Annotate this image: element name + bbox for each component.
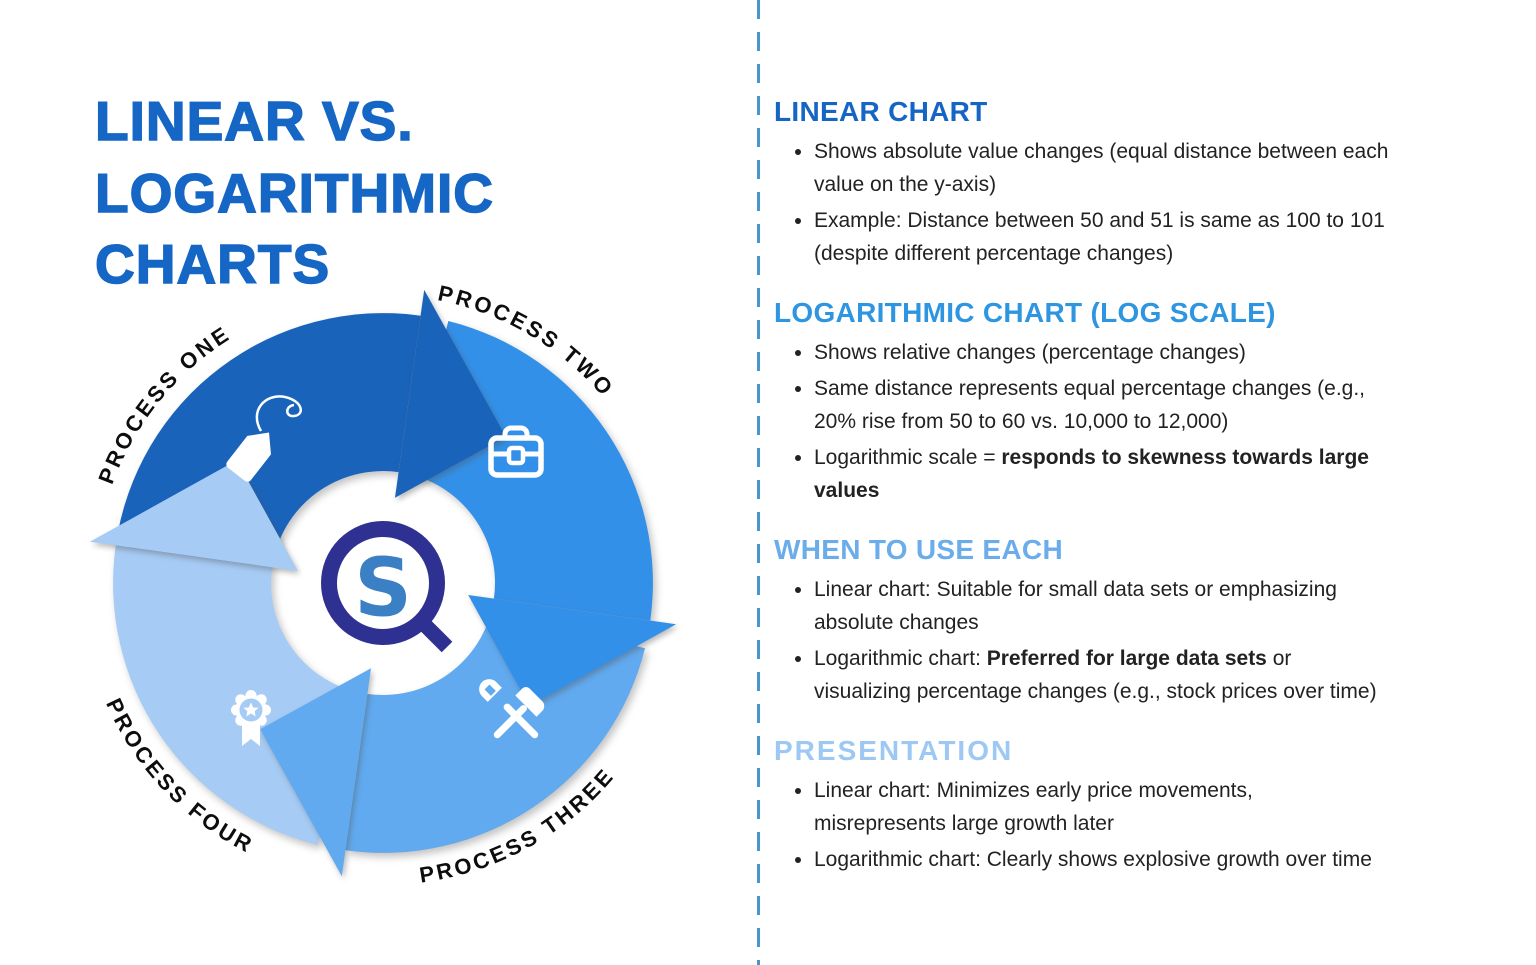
bullet-text: responds to skewness towards large value… <box>814 445 1369 502</box>
content-section: LINEAR CHART Shows absolute value change… <box>774 96 1526 271</box>
magnifier-ring-icon <box>321 521 445 645</box>
section-heading: LOGARITHMIC CHART (LOG SCALE) <box>774 296 1276 328</box>
bullet-item: Logarithmic chart: Clearly shows explosi… <box>814 844 1476 877</box>
bullet-text: Shows absolute value changes (equal dist… <box>814 140 1389 196</box>
section-heading: LINEAR CHART <box>774 96 988 127</box>
tools-icon <box>479 679 545 739</box>
process-arrowhead-four <box>89 460 298 571</box>
process-arrowhead-three <box>260 668 371 877</box>
content-sections: LINEAR CHART Shows absolute value change… <box>774 96 1526 880</box>
content-section: PRESENTATION Linear chart: Minimizes ear… <box>774 735 1526 877</box>
process-arrowhead-one <box>395 289 506 498</box>
bullet-list: Shows absolute value changes (equal dist… <box>774 136 1526 271</box>
page-title-line1: LINEAR VS. LOGARITHMIC <box>94 89 495 224</box>
bullet-text: Preferred for large data sets <box>986 646 1267 670</box>
bullet-item: Shows relative changes (percentage chang… <box>814 337 1476 370</box>
bullet-item: Linear chart: Suitable for small data se… <box>814 574 1476 640</box>
bullet-text: Logarithmic chart: Clearly shows explosi… <box>814 847 1372 871</box>
page-title: LINEAR VS. LOGARITHMIC CHARTS <box>94 86 785 301</box>
bullet-item: Linear chart: Minimizes early price move… <box>814 775 1476 841</box>
process-cycle-diagram: PROCESS ONE PROCESS TWO PROCESS THREE PR… <box>89 280 677 888</box>
bullet-list: Linear chart: Minimizes early price move… <box>774 775 1526 877</box>
bullet-text: Shows relative changes (percentage chang… <box>814 340 1246 364</box>
magnifier-handle-icon <box>415 615 453 653</box>
bullet-item: Logarithmic chart: Preferred for large d… <box>814 643 1476 709</box>
briefcase-icon <box>488 425 544 478</box>
price-tag-icon <box>226 395 302 482</box>
bullet-text: Logarithmic scale = <box>814 445 1002 469</box>
bullet-text: Linear chart: Suitable for small data se… <box>814 577 1337 634</box>
section-heading: WHEN TO USE EACH <box>774 533 1063 565</box>
dashed-divider-line <box>757 0 760 965</box>
center-logo: S <box>321 521 453 653</box>
bullet-item: Same distance represents equal percentag… <box>814 373 1476 439</box>
bullet-list: Linear chart: Suitable for small data se… <box>774 574 1526 709</box>
content-section: LOGARITHMIC CHART (LOG SCALE) Shows rela… <box>774 297 1526 508</box>
award-ribbon-icon <box>231 690 271 746</box>
page-title-line2: CHARTS <box>94 232 331 295</box>
bullet-text: or visualizing percentage changes (e.g.,… <box>814 646 1377 703</box>
bullet-text: Linear chart: Minimizes early price move… <box>814 778 1253 835</box>
section-heading: PRESENTATION <box>774 734 1014 766</box>
content-section: WHEN TO USE EACH Linear chart: Suitable … <box>774 534 1526 709</box>
bullet-list: Shows relative changes (percentage chang… <box>774 337 1526 508</box>
bullet-text: Logarithmic chart: <box>814 646 987 670</box>
bullet-item: Shows absolute value changes (equal dist… <box>814 136 1476 202</box>
bullet-item: Logarithmic scale = responds to skewness… <box>814 442 1476 508</box>
bullet-item: Example: Distance between 50 and 51 is s… <box>814 205 1476 271</box>
process-arrowhead-two <box>468 595 677 706</box>
logo-letter-s: S <box>354 542 412 635</box>
bullet-text: Example: Distance between 50 and 51 is s… <box>814 208 1385 265</box>
bullet-text: Same distance represents equal percentag… <box>814 376 1366 433</box>
